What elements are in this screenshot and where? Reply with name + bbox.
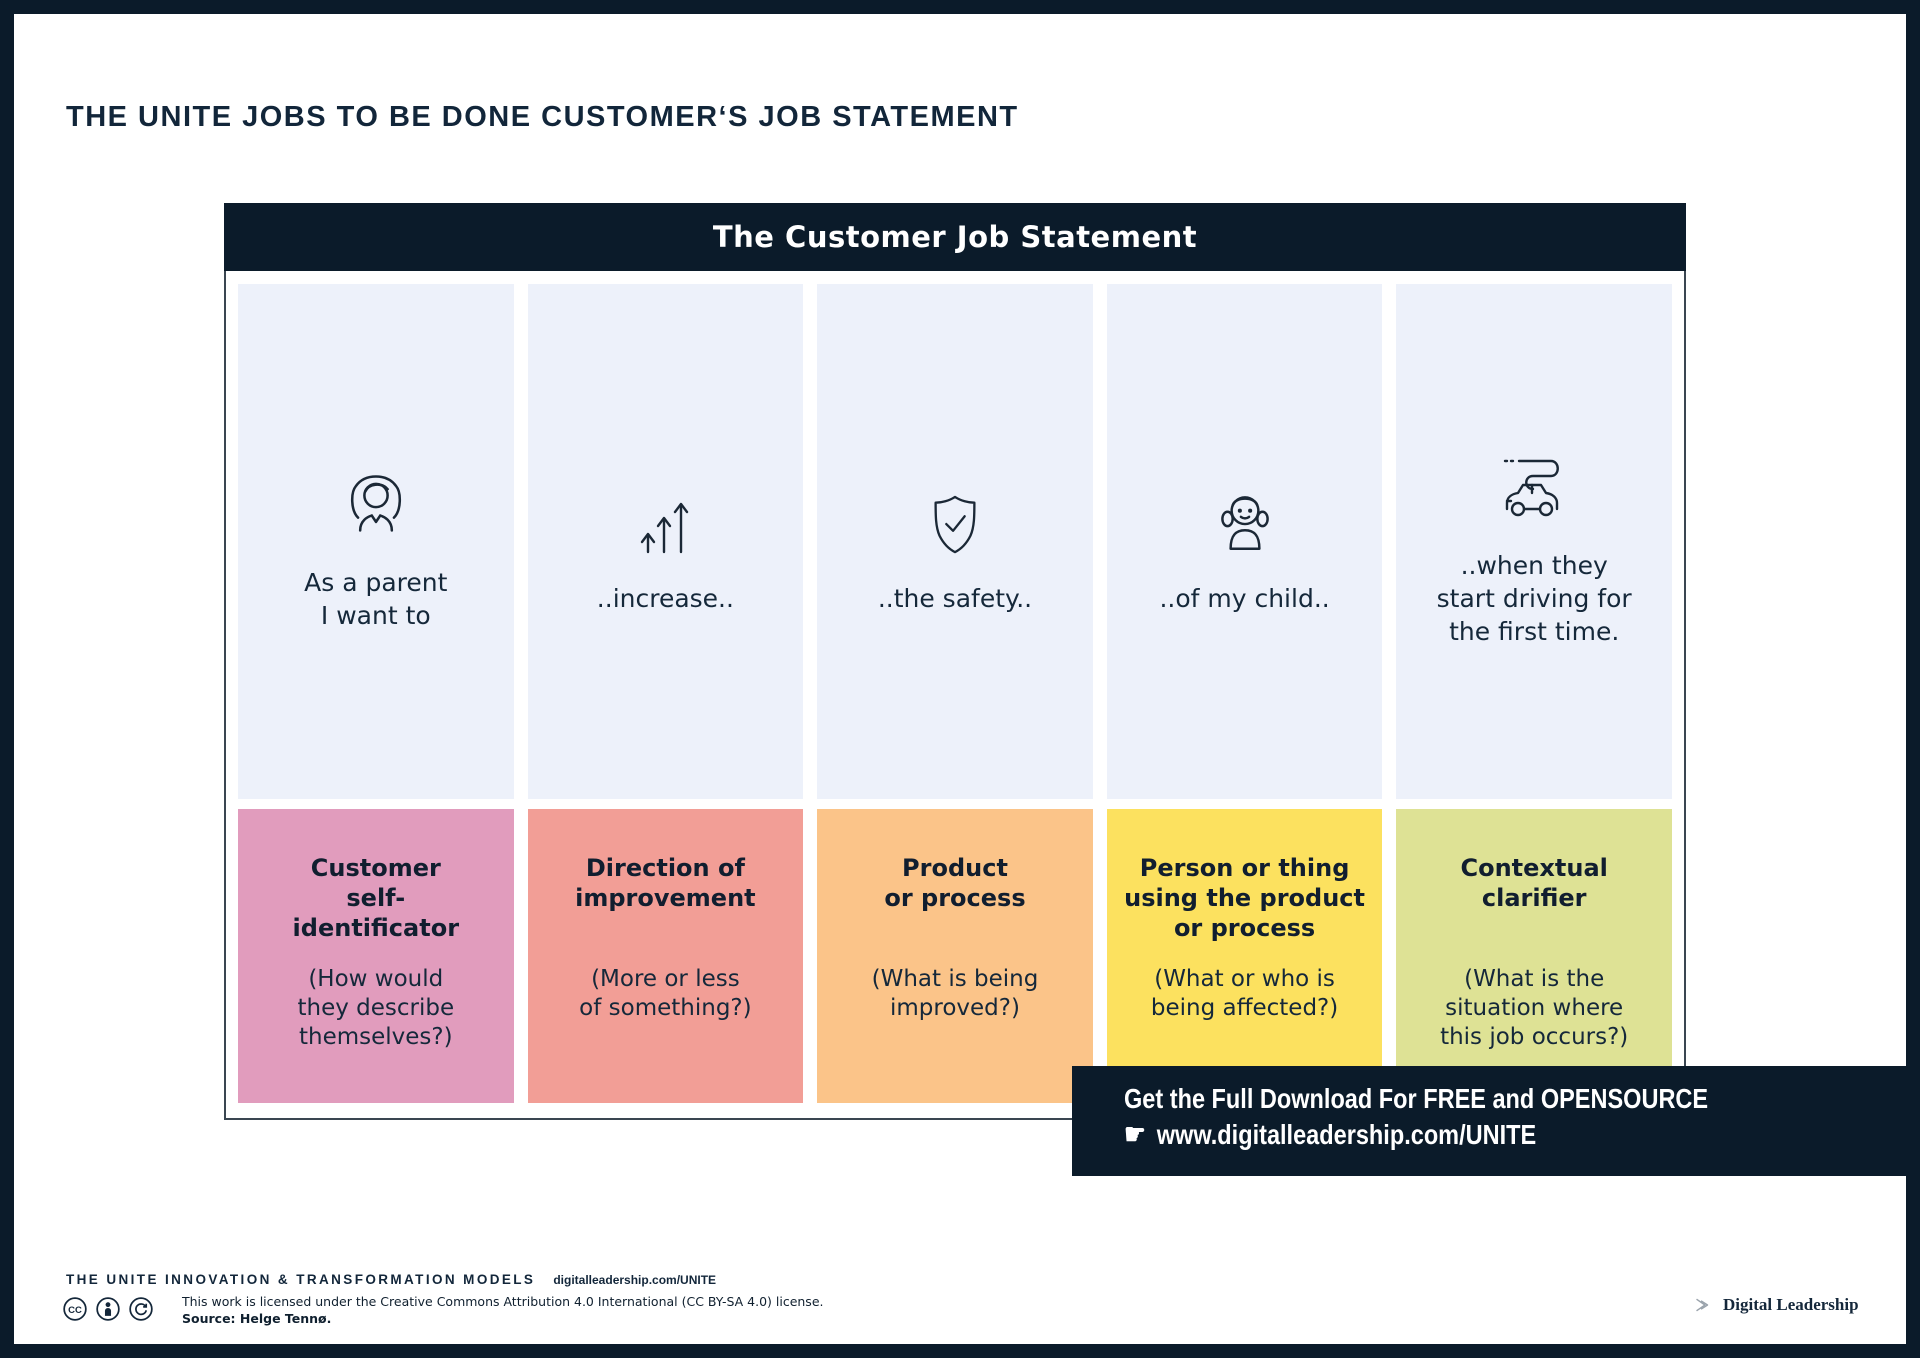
- child-icon: [1208, 468, 1282, 560]
- category-cell-person-or-thing: Person or thing using the product or pro…: [1106, 809, 1383, 1103]
- statement-cell: As a parent I want to: [238, 284, 514, 799]
- brand-name: Digital Leadership: [1723, 1295, 1859, 1314]
- parent-icon: [338, 452, 414, 544]
- footer-models-row: THE UNITE INNOVATION & TRANSFORMATION MO…: [66, 1272, 716, 1287]
- svg-text:CC: CC: [68, 1305, 82, 1316]
- source-text: Source: Helge Tennø.: [182, 1310, 332, 1326]
- download-promo-banner: Get the Full Download For FREE and OPENS…: [1072, 1066, 1906, 1176]
- statement-cell: ..the safety..: [817, 284, 1093, 799]
- pointing-hand-icon: ☛: [1124, 1118, 1146, 1151]
- category-cell-contextual-clarifier: Contextual clarifier (What is the situat…: [1396, 809, 1672, 1103]
- statement-row: As a parent I want to ..increase..: [238, 284, 1672, 799]
- category-title: Customer self- identificator: [292, 854, 460, 942]
- statement-cell: ..of my child..: [1106, 284, 1383, 799]
- chevron-logo-icon: [1696, 1298, 1709, 1312]
- digital-leadership-logo: Digital Leadership: [1692, 1295, 1859, 1315]
- statement-cell: ..increase..: [527, 284, 804, 799]
- car-road-icon: [1491, 435, 1577, 527]
- category-row: Customer self- identificator (How would …: [238, 809, 1672, 1103]
- cc-icon: CC: [63, 1297, 87, 1321]
- cc-sharealike-icon: [129, 1297, 153, 1321]
- statement-text: ..when they start driving for the first …: [1436, 551, 1632, 646]
- table-header: The Customer Job Statement: [224, 203, 1686, 271]
- customer-job-statement-table: The Customer Job Statement As: [224, 203, 1686, 1120]
- cc-attribution-icon: [96, 1297, 120, 1321]
- category-title: Product or process: [884, 854, 1026, 912]
- statement-text: ..the safety..: [877, 584, 1033, 613]
- shield-check-icon: [924, 468, 986, 560]
- category-cell-product-or-process: Product or process (What is being improv…: [817, 809, 1093, 1103]
- footer-license-row: CC This work is licensed under the Creat…: [62, 1294, 824, 1327]
- table-body: As a parent I want to ..increase..: [224, 271, 1686, 1120]
- statement-text: ..increase..: [596, 584, 734, 613]
- category-question: (More or less of something?): [579, 966, 752, 1021]
- unite-models-link[interactable]: digitalleadership.com/UNITE: [553, 1273, 717, 1287]
- category-cell-customer-self-identificator: Customer self- identificator (How would …: [238, 809, 514, 1103]
- category-question: (What or who is being affected?): [1150, 966, 1339, 1021]
- category-title: Contextual clarifier: [1460, 854, 1608, 912]
- category-cell-direction-of-improvement: Direction of improvement (More or less o…: [527, 809, 804, 1103]
- promo-headline: Get the Full Download For FREE and OPENS…: [1124, 1083, 1709, 1114]
- statement-text: ..of my child..: [1159, 584, 1330, 613]
- statement-text: As a parent I want to: [304, 567, 448, 630]
- creative-commons-icons: CC: [62, 1296, 154, 1322]
- unite-models-label: THE UNITE INNOVATION & TRANSFORMATION MO…: [66, 1272, 536, 1287]
- statement-cell: ..when they start driving for the first …: [1396, 284, 1672, 799]
- category-question: (How would they describe themselves?): [297, 966, 455, 1050]
- promo-url-link[interactable]: www.digitalleadership.com/UNITE: [1156, 1119, 1537, 1150]
- category-title: Direction of improvement: [575, 854, 756, 912]
- category-title: Person or thing using the product or pro…: [1124, 854, 1366, 942]
- increase-arrows-icon: [633, 468, 697, 560]
- category-question: (What is being improved?): [871, 966, 1039, 1021]
- category-question: (What is the situation where this job oc…: [1440, 966, 1629, 1050]
- license-text: This work is licensed under the Creative…: [182, 1294, 824, 1309]
- page-title: THE UNITE JOBS TO BE DONE CUSTOMER‘S JOB…: [66, 101, 1019, 134]
